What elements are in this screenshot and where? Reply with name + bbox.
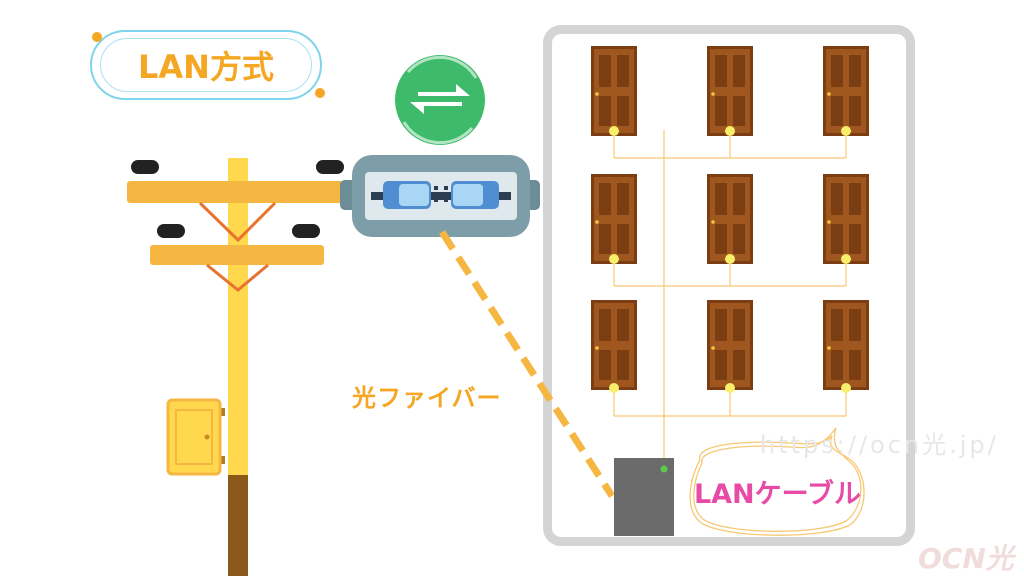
splice-closure [340,155,540,237]
title-pill-border [90,30,322,100]
door [823,300,869,393]
watermark-logo: OCN光 [918,542,1014,575]
pole-base [228,475,248,576]
fiber-label: 光ファイバー [352,384,502,412]
pole-equipment-box [166,398,222,476]
lan-switch-box [614,458,674,536]
door [591,46,637,136]
doors [591,46,869,393]
page-title: LAN方式 [100,38,312,92]
utility-pole [127,158,344,576]
door [823,46,869,136]
door [707,300,753,393]
door [591,174,637,264]
watermark-url: https://ocn光.jp/ [760,431,999,459]
door [823,174,869,264]
door [707,174,753,264]
exchange-arrows-icon [395,55,485,145]
crossarm-upper [127,181,343,203]
lan-cable-label: LANケーブル [693,479,862,510]
title-dot [315,88,325,98]
fiber-cable [439,230,615,498]
title-dot [92,32,102,42]
crossarm-lower [150,245,324,265]
door [591,300,637,393]
lan-speech-bubble [689,427,865,536]
door [707,46,753,136]
